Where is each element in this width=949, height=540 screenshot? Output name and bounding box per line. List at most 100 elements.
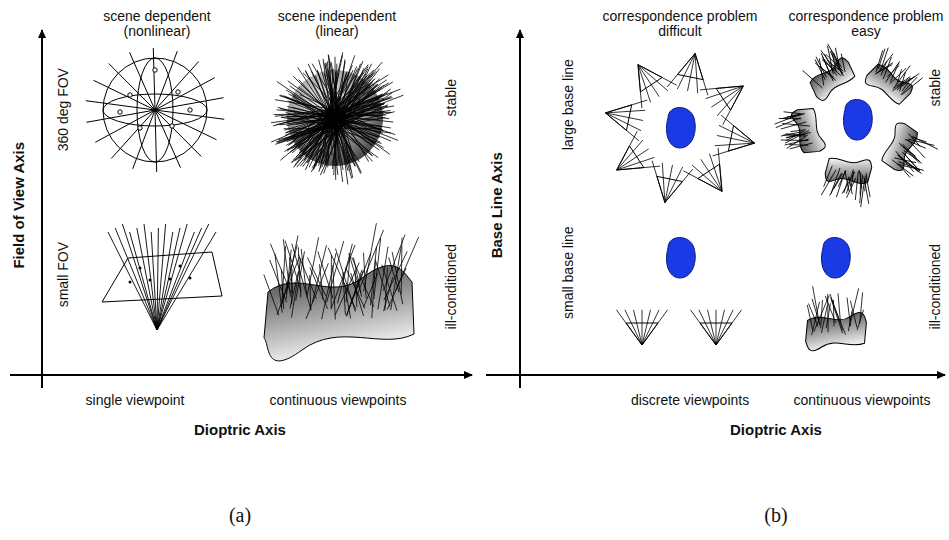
ray <box>820 46 842 74</box>
ray <box>711 86 743 107</box>
ray <box>665 169 693 203</box>
scene-object <box>667 100 873 279</box>
ray <box>137 228 157 330</box>
ray <box>157 224 209 330</box>
ray <box>690 310 716 345</box>
ray <box>716 310 733 345</box>
ray <box>787 134 805 137</box>
ray <box>606 110 646 113</box>
ray <box>858 175 865 203</box>
ray <box>803 66 823 92</box>
y-axis <box>41 30 43 388</box>
axis-title: Dioptric Axis <box>194 422 286 439</box>
ray <box>774 114 802 124</box>
ray <box>617 149 649 170</box>
ray <box>857 172 864 195</box>
ray <box>357 230 383 295</box>
ray <box>850 288 859 326</box>
camera-ring <box>606 54 755 203</box>
ray <box>151 232 157 330</box>
ray <box>783 114 805 119</box>
ray <box>718 148 722 192</box>
ray <box>292 258 302 318</box>
mirror-patch <box>806 286 867 350</box>
point <box>169 278 172 281</box>
ray <box>374 238 381 299</box>
point <box>138 126 142 130</box>
ray <box>144 224 157 330</box>
ray <box>306 263 328 319</box>
ray <box>157 228 202 330</box>
point <box>139 267 142 270</box>
ray <box>157 232 216 330</box>
ray <box>860 292 863 323</box>
ray <box>345 267 365 308</box>
ray <box>811 58 832 85</box>
ray <box>701 159 722 191</box>
ray <box>286 236 298 294</box>
ray <box>844 177 849 193</box>
ray <box>780 122 806 129</box>
ray <box>665 165 673 203</box>
axis-label: small FOV <box>56 242 71 307</box>
ray <box>908 132 935 152</box>
ray <box>396 237 419 290</box>
ray <box>847 298 851 326</box>
ray <box>830 294 843 330</box>
ray <box>827 294 828 332</box>
point <box>129 281 132 284</box>
ray <box>316 55 355 167</box>
ray <box>662 163 665 203</box>
ray <box>899 157 924 173</box>
ray-bundle <box>264 223 419 319</box>
ray <box>285 241 301 291</box>
camera-pair <box>616 286 866 350</box>
ray <box>364 253 367 299</box>
ray <box>716 310 717 345</box>
mirror-patch <box>859 46 924 110</box>
ray <box>717 136 755 144</box>
ray <box>378 247 388 310</box>
ray <box>642 310 668 345</box>
ray <box>401 238 403 295</box>
ray <box>783 131 806 140</box>
panel-label: (b) <box>764 504 787 526</box>
axis-label: scene independent (linear) <box>272 9 402 40</box>
axis-label: continuous viewpoints <box>270 393 407 408</box>
axis-label: scene dependent (nonlinear) <box>92 9 222 40</box>
ray <box>814 295 829 332</box>
ray <box>352 257 374 307</box>
ray-fan <box>108 224 216 330</box>
axis-label: stable <box>928 69 943 106</box>
axis-label: correspondence problem easy <box>779 9 949 40</box>
ray <box>617 166 661 170</box>
axis-label: large base line <box>560 59 575 150</box>
ray <box>846 177 855 195</box>
ray <box>791 129 806 133</box>
axis-label: small base line <box>560 227 575 320</box>
ray <box>307 237 319 297</box>
ray <box>838 169 846 187</box>
ray <box>282 246 286 303</box>
x-axis <box>10 374 472 376</box>
ray <box>286 80 386 145</box>
point <box>176 90 180 94</box>
ray <box>904 139 929 157</box>
ray <box>264 275 279 316</box>
camera-frame <box>638 65 662 92</box>
camera-frame <box>698 164 722 191</box>
ray <box>363 273 377 307</box>
ray <box>897 75 910 89</box>
ray <box>292 79 380 153</box>
ray <box>813 286 820 325</box>
ray <box>108 232 157 330</box>
sphere-rays <box>86 48 224 172</box>
axis-label: ill-conditioned <box>444 244 459 330</box>
ray <box>391 247 402 311</box>
ray <box>122 224 157 330</box>
point <box>189 277 192 280</box>
point <box>179 265 182 268</box>
ray <box>638 65 642 109</box>
ray <box>307 257 325 296</box>
